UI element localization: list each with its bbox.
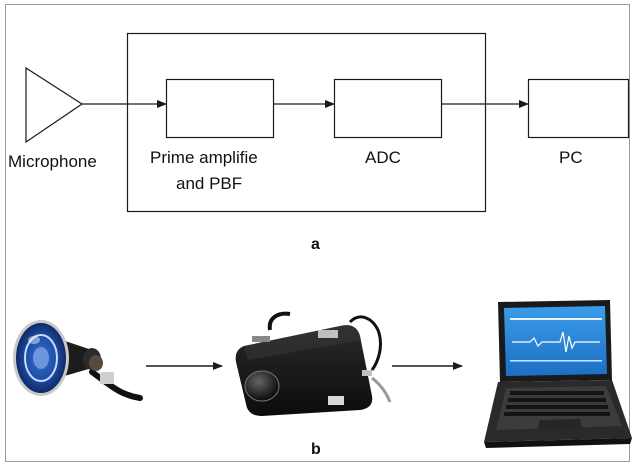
- figure-frame: [5, 4, 630, 462]
- amplifier-label-line2: and PBF: [176, 174, 242, 193]
- adc-label: ADC: [365, 148, 401, 167]
- processing-enclosure: [126, 32, 487, 213]
- stethoscope-icon: [13, 320, 143, 401]
- laptop-icon: [484, 300, 632, 448]
- microphone-label: Microphone: [8, 152, 97, 171]
- device-photos: b: [13, 300, 632, 458]
- adc-block: [333, 78, 443, 139]
- pc-label: PC: [559, 148, 583, 167]
- panel-a-caption: a: [311, 236, 320, 253]
- amplifier-block: [165, 78, 275, 139]
- panel-b-caption: b: [311, 441, 321, 458]
- pc-block: [527, 78, 630, 139]
- amplifier-label-line1: Prime amplifie: [150, 148, 258, 167]
- block-diagram: Microphone Prime amplifie and PBF ADC PC…: [8, 32, 630, 253]
- microphone-symbol: [25, 66, 84, 144]
- sound-card-icon: [235, 311, 392, 416]
